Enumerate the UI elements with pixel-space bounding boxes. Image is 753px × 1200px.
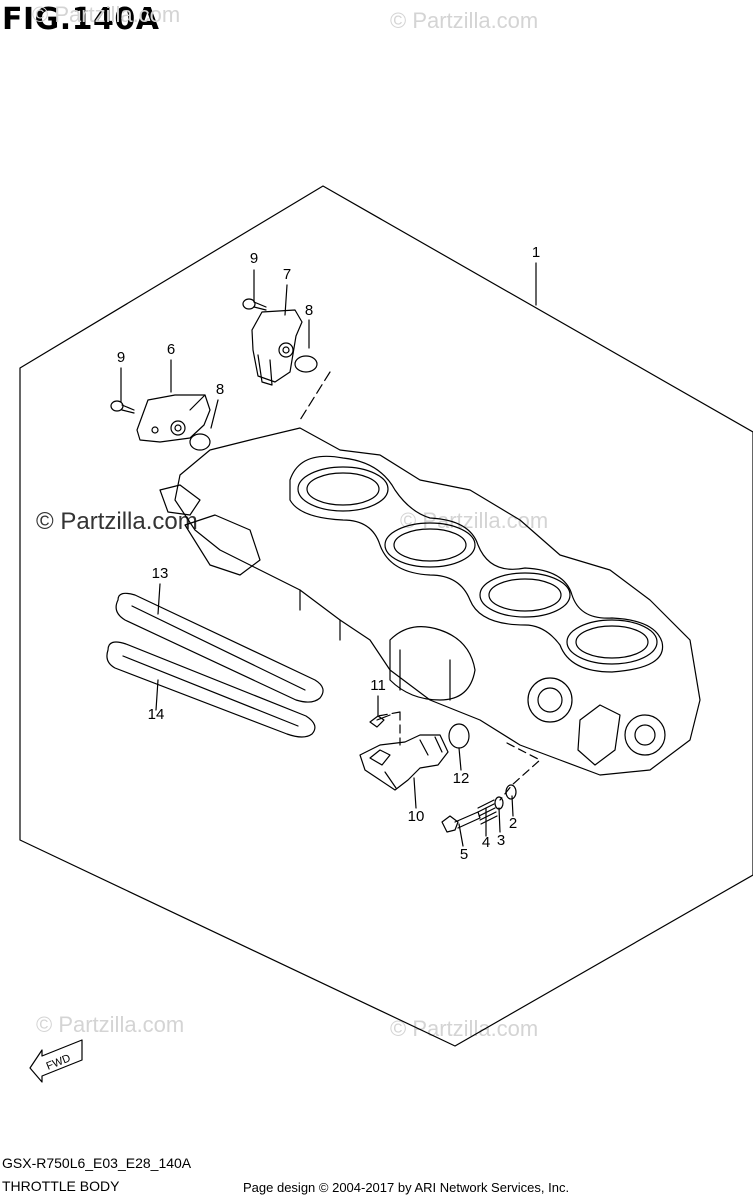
callout-13: 13 — [151, 565, 169, 582]
callout-3: 3 — [496, 832, 506, 849]
callout-10: 10 — [407, 808, 425, 825]
throttle-body — [159, 427, 701, 776]
o-ring-12 — [448, 723, 470, 749]
copyright-notice: Page design © 2004-2017 by ARI Network S… — [243, 1180, 570, 1195]
callout-12: 12 — [452, 770, 470, 787]
gasket-13 — [115, 592, 324, 703]
callout-11: 11 — [370, 677, 386, 694]
screw-9b — [110, 400, 135, 414]
figure-title: FIG.140A — [2, 2, 160, 37]
callout-8: 8 — [215, 381, 225, 398]
watermark: © Partzilla.com — [390, 8, 539, 33]
sensor-6 — [136, 394, 211, 443]
model-code: GSX-R750L6_E03_E28_140A — [2, 1155, 192, 1171]
leader-line-10 — [413, 777, 417, 809]
callout-9: 9 — [116, 349, 126, 366]
fwd-arrow-icon — [29, 1039, 83, 1083]
callout-8: 8 — [304, 302, 314, 319]
screw-11 — [369, 714, 391, 728]
screw-5 — [441, 811, 481, 833]
callout-2: 2 — [508, 815, 518, 832]
spring-4 — [477, 799, 498, 825]
gasket-14 — [106, 641, 316, 738]
section-name: THROTTLE BODY — [2, 1178, 120, 1194]
watermark: © Partzilla.com — [36, 1012, 185, 1037]
sensor-10 — [359, 734, 449, 791]
leader-line-13 — [157, 583, 161, 615]
o-ring-8b — [189, 433, 211, 451]
leader-line-3 — [498, 807, 501, 833]
callout-6: 6 — [166, 341, 176, 358]
callout-9: 9 — [249, 250, 259, 267]
assembly-frame — [19, 185, 753, 1047]
sensor-7 — [251, 309, 303, 386]
watermark: © Partzilla.com — [390, 1016, 539, 1041]
callout-14: 14 — [147, 706, 165, 723]
callout-1: 1 — [531, 244, 541, 261]
callout-7: 7 — [282, 266, 292, 283]
washer-3 — [494, 796, 504, 810]
leader-line-8b — [210, 399, 219, 429]
callout-5: 5 — [459, 846, 469, 863]
o-ring-8a — [294, 355, 318, 373]
screw-9a — [242, 298, 267, 311]
callout-4: 4 — [481, 834, 491, 851]
watermark: © Partzilla.com — [32, 2, 181, 27]
leader-line-12 — [458, 747, 462, 771]
o-ring-2 — [505, 784, 517, 800]
